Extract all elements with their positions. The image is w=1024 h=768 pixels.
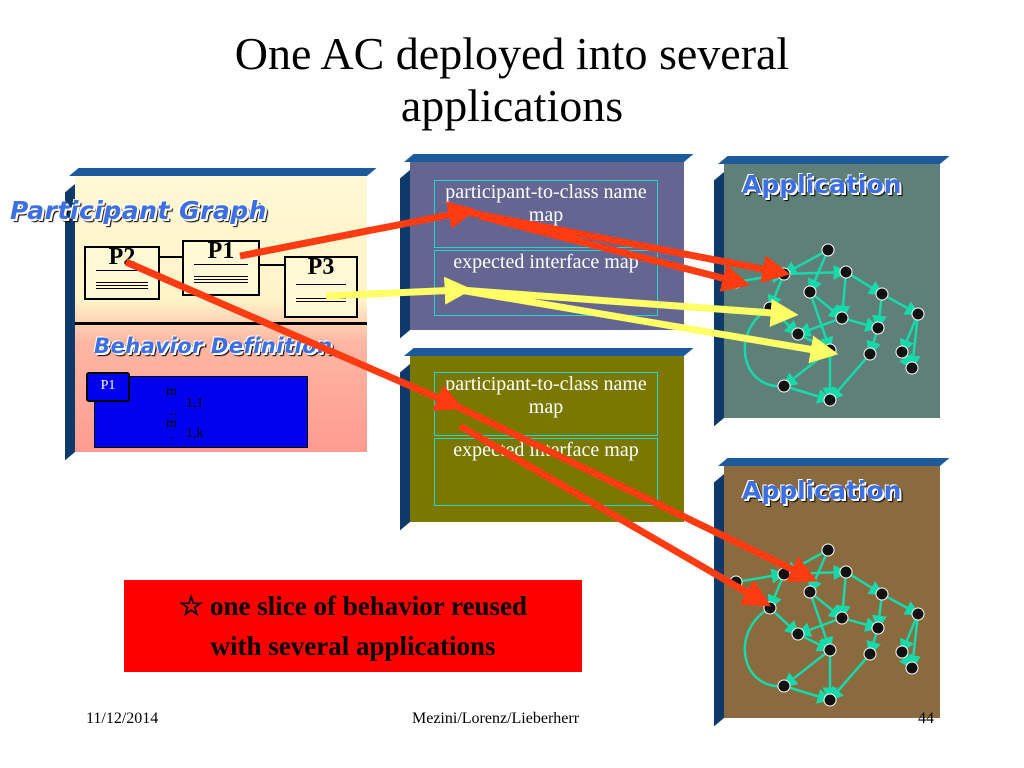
graph-edge [905,313,921,371]
expected-interface-map-1: expected interface map [434,250,658,316]
graph-node [911,307,925,321]
red-arrow-map1-to-app1-b [479,212,751,292]
slide-title-line-1: One AC deployed into several [234,28,790,79]
graph-node [839,565,853,579]
graph-node [777,379,791,393]
graph-node [803,585,817,599]
graph-edge [828,653,871,702]
graph-edge [905,613,921,671]
graph-edge [743,606,785,688]
yellow-arrow-map-to-app-a [459,286,799,327]
yellow-arrow-map-to-app-b [459,286,839,364]
graph-edge [845,570,885,596]
graph-node [763,601,777,615]
graph-node [821,543,835,557]
graph-node [911,607,925,621]
footer-authors: Mezini/Lorenz/Lieberherr [412,710,580,727]
graph-edge [781,248,829,276]
graph-node [863,647,877,661]
participant-p3: P3 [284,254,358,318]
method-m-1-k-dot: . [170,428,174,443]
graph-edge [795,316,843,337]
graph-node [821,243,835,257]
behavior-definition-tab: P1 [86,372,130,402]
participant-p1-label: P1 [207,238,235,264]
graph-node [791,327,805,341]
graph-edge [743,306,785,388]
graph-edge [735,568,787,584]
graph-node [895,645,909,659]
participant-p1: P1 [182,238,260,296]
graph-node [875,587,889,601]
key-point-line-1: one slice of behavior reused [209,591,527,621]
participant-to-class-map-2: participant-to-class name map [434,372,658,436]
red-arrow-map2-to-app2-b [458,422,771,607]
method-m-1-k-letter: m [166,416,177,431]
graph-edge [899,313,920,355]
graph-node [823,693,837,707]
graph-node [905,361,919,375]
participant-to-class-map-1: participant-to-class name map [434,180,658,248]
application-1 [714,156,950,427]
section-divider [75,322,367,325]
graph-edge [899,613,920,655]
edge-p2-p1 [158,256,182,258]
graph-node [777,679,791,693]
key-point-callout: ☆ one slice of behavior reused with seve… [124,580,582,672]
graph-node [835,611,849,625]
graph-edge [782,649,831,688]
graph-node [791,627,805,641]
graph-edge [782,349,831,388]
graph-node [839,265,853,279]
graph-node [875,287,889,301]
method-m-1-1-letter: m [166,384,177,399]
graph-node [905,661,919,675]
graph-edge [881,292,921,316]
graph-node [835,311,849,325]
red-arrow-map2-to-app2-a [450,400,818,582]
graph-node [777,267,791,281]
participant-graph-title: Participant Graph [10,196,267,225]
red-arrow-p1-to-map1 [239,201,477,260]
application-2-title: Application [742,476,902,505]
graph-node [823,643,837,657]
graph-edge [808,249,830,295]
red-arrow-p2-to-map2 [124,258,464,411]
red-arrow-map1-to-app1-a [465,208,791,283]
edge-p1-p3 [258,264,284,266]
graph-edge [808,591,834,653]
method-m-1-k-subscript: 1,k [186,426,204,441]
method-ellipsis: .. [170,404,177,419]
graph-node [871,621,885,635]
graph-edge [881,592,921,616]
method-m-1-1-subscript: 1,1 [186,396,204,411]
graph-edge [808,549,830,595]
participant-p2: P2 [84,244,160,300]
application-1-title: Application [742,170,902,199]
star-icon: ☆ [179,591,204,621]
graph-edge [783,384,833,404]
slide-title-line-2: applications [400,80,624,131]
participant-p3-label: P3 [307,254,335,280]
key-point-line-2: with several applications [210,631,496,661]
graph-node [863,347,877,361]
application-2-class-graph [729,543,925,707]
graph-node [803,285,817,299]
graph-edge [835,271,851,321]
yellow-arrow-p3-to-map [325,276,473,305]
graph-edge [845,270,885,296]
graph-edge [835,571,851,621]
graph-edge [783,684,833,704]
graph-edge [783,264,849,280]
graph-node [895,345,909,359]
graph-node [823,393,837,407]
graph-edge [828,353,871,402]
footer-date: 11/12/2014 [86,710,159,727]
graph-node [871,321,885,335]
footer-page-number: 44 [918,710,934,727]
graph-edge [795,616,843,637]
